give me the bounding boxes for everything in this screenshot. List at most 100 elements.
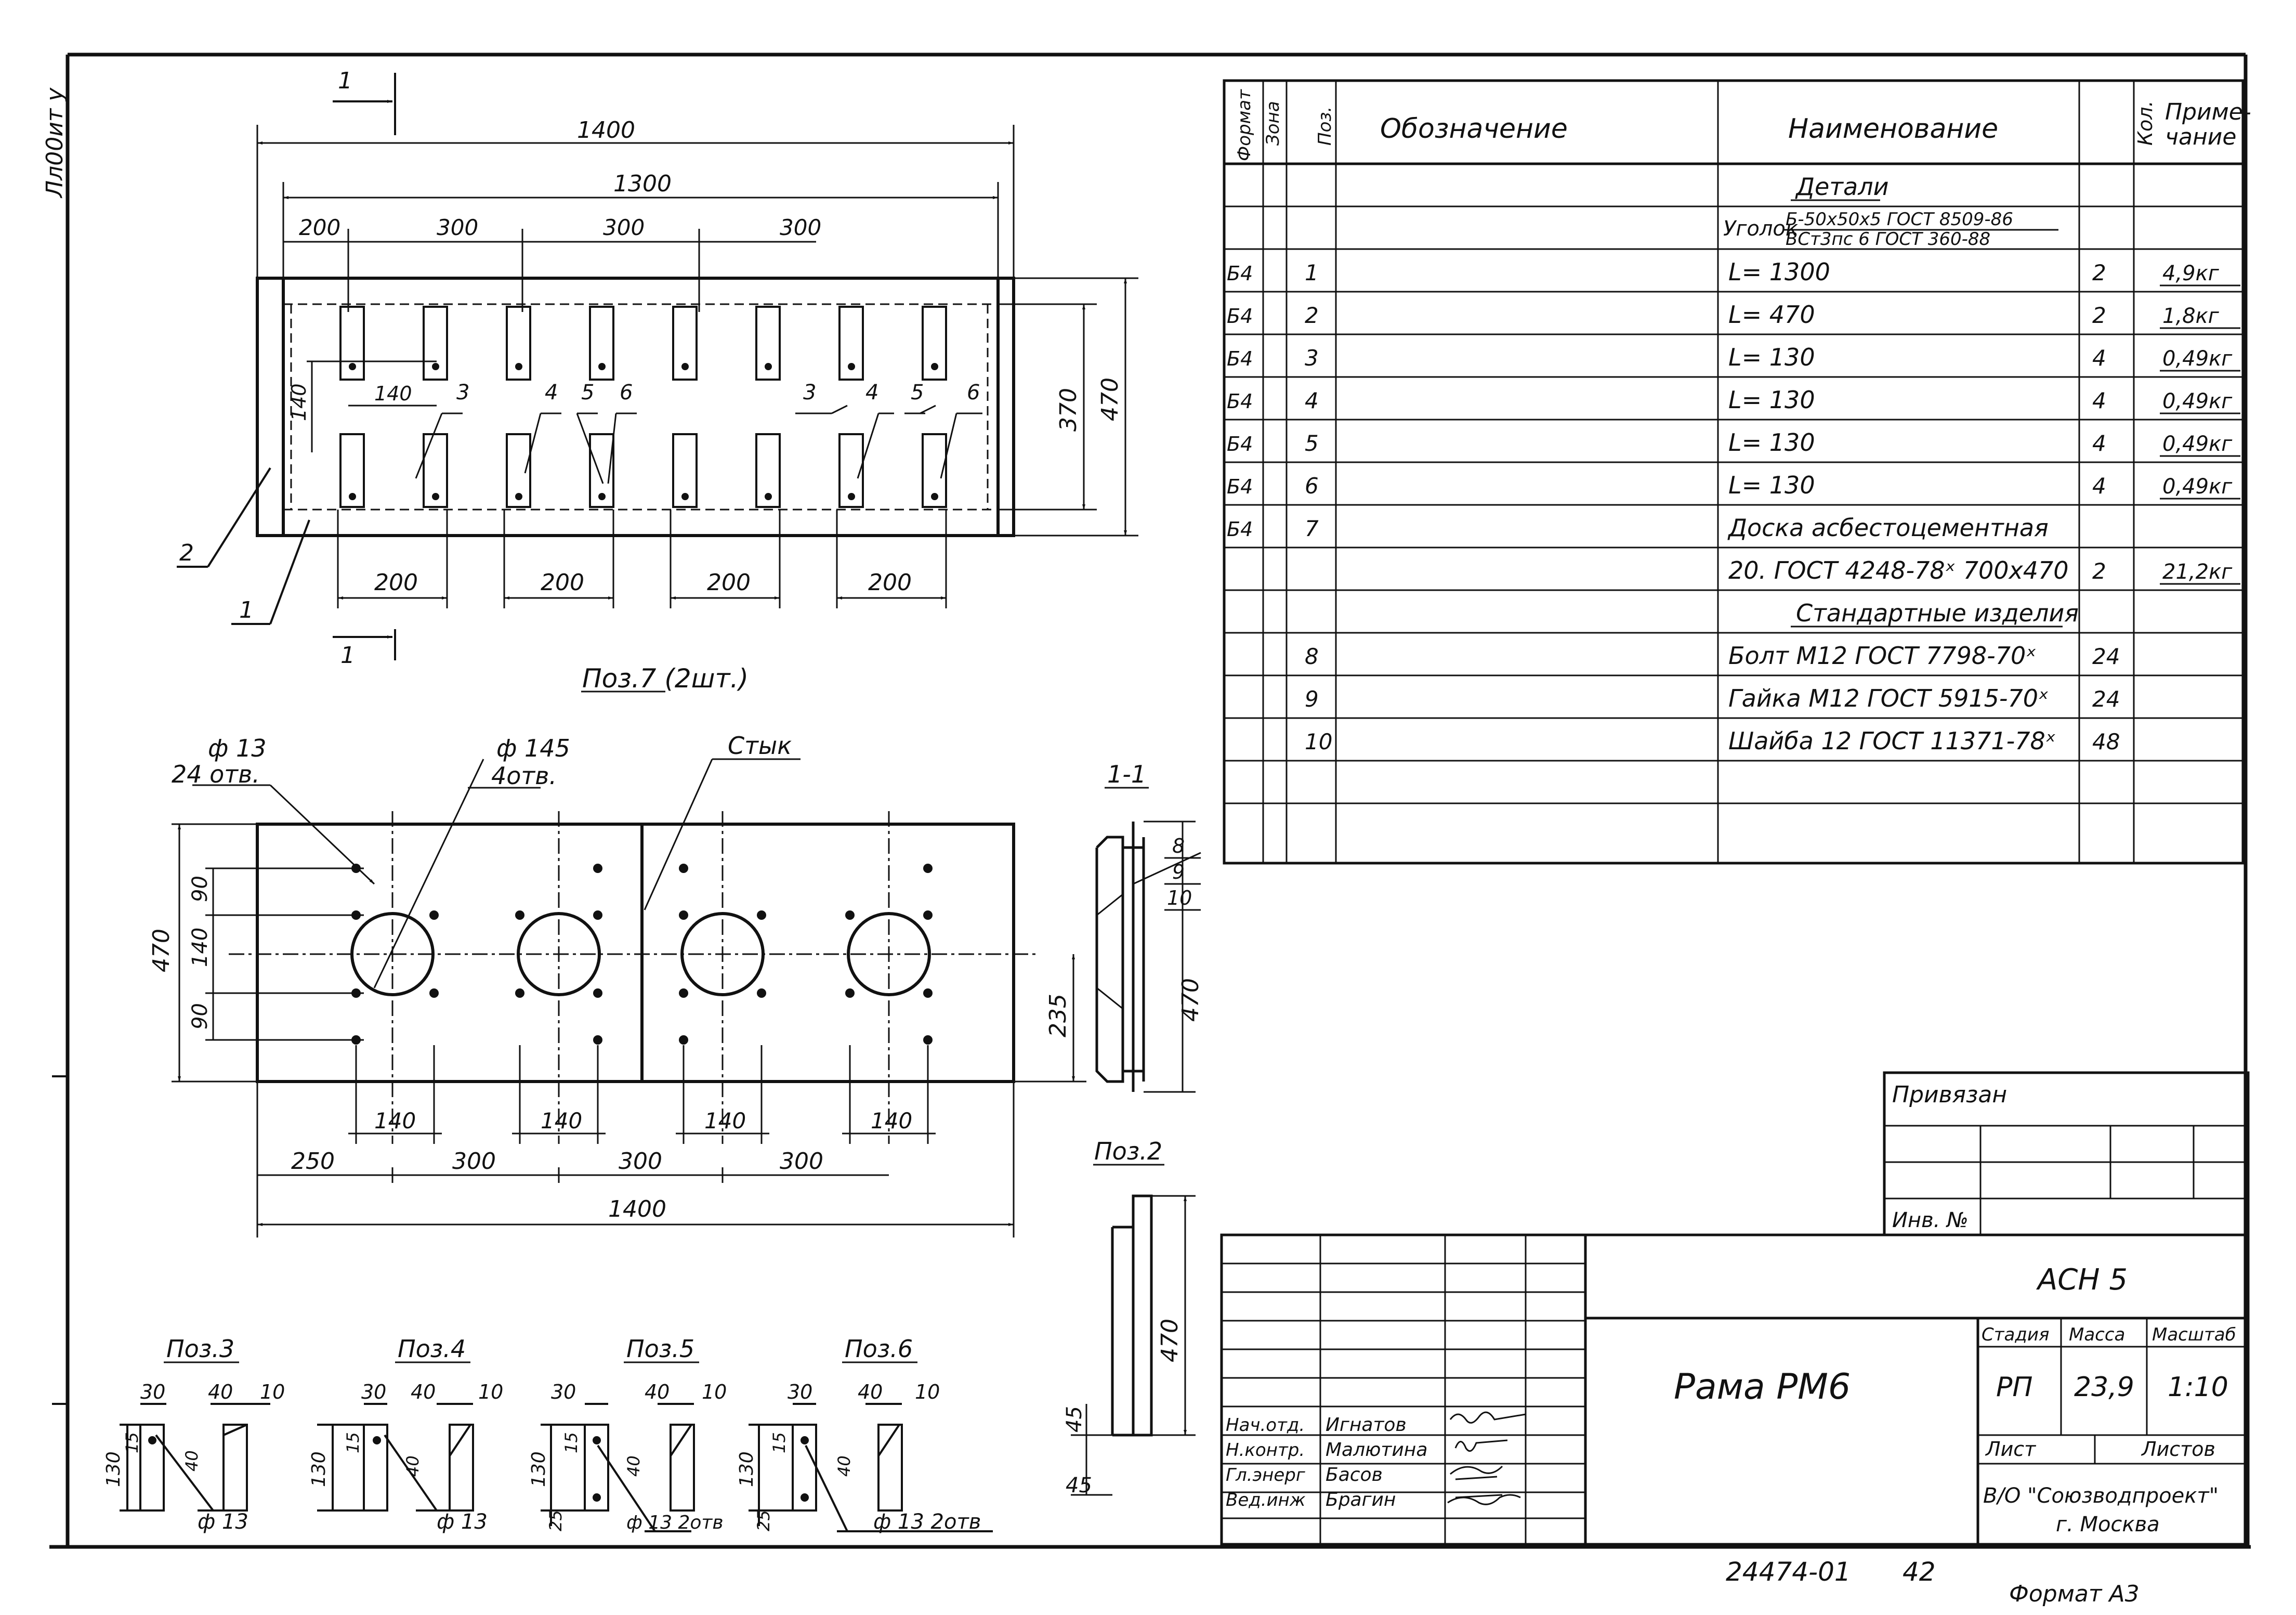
spec-table: Формат Зона Поз. Обозначение Наименовани… xyxy=(1223,79,2251,865)
side-margin-text: Лл00ит у xyxy=(42,87,68,199)
privyazan-block: Привязан Инв. № xyxy=(1883,1071,2250,1236)
spec-cell-qty: 4 xyxy=(2092,473,2106,499)
plan-dim-140-v: 140 xyxy=(287,383,310,421)
title-sheets-label: Листов xyxy=(2141,1438,2215,1461)
signature-2 xyxy=(1454,1439,1508,1452)
detail-pos3-dim-10: 10 xyxy=(260,1380,285,1403)
detail-pos5: Поз.5 30 40 10 130 15 40 25 ф 13 2отв xyxy=(528,1335,727,1533)
spec-cell-pos: 4 xyxy=(1305,388,1319,413)
spec-cell-pos: 9 xyxy=(1305,686,1319,712)
title-sheet-label: Лист xyxy=(1985,1438,2037,1461)
detail-pos3-hole: ф 13 xyxy=(198,1510,248,1534)
spec-cell-pos: 2 xyxy=(1305,303,1319,328)
title-mass: 23,9 xyxy=(2074,1372,2134,1403)
plan-dim-470: 470 xyxy=(1097,377,1123,421)
plan-callout-4: 4 xyxy=(545,381,558,405)
spec-cell-pos: 7 xyxy=(1305,516,1319,541)
spec-cell-qty: 4 xyxy=(2092,431,2106,456)
spec-cell-pos: 5 xyxy=(1305,431,1319,456)
spec-cell-name: Гайка М12 ГОСТ 5915-70ˣ xyxy=(1728,684,2049,712)
plan-callout-3: 3 xyxy=(456,381,469,405)
plan-dim-1400: 1400 xyxy=(577,117,635,144)
pos7-dim-140-d: 140 xyxy=(871,1108,912,1134)
footer-number: 24474-01 xyxy=(1726,1557,1851,1587)
spec-cell-pos: 3 xyxy=(1305,345,1319,371)
detail-pos6-dim-30: 30 xyxy=(788,1380,812,1403)
detail-pos4-dim-15: 15 xyxy=(343,1432,363,1453)
detail-pos6-dim-25: 25 xyxy=(754,1510,773,1531)
detail-pos4-dim-130: 130 xyxy=(308,1451,330,1487)
plan-callout-5: 5 xyxy=(581,381,594,405)
title-person-name: Басов xyxy=(1326,1464,1383,1486)
spec-cell-note: 0,49кг xyxy=(2162,389,2233,413)
plan-callout-6: 6 xyxy=(620,381,633,405)
plan-dim-1300: 1300 xyxy=(613,171,672,197)
spec-cell-name: 20. ГОСТ 4248-78ˣ 700х470 xyxy=(1728,556,2069,584)
spec-cell-name: L= 130 xyxy=(1728,471,1815,499)
plan-section-mark-top: 1 xyxy=(338,68,352,94)
spec-cell-qty: 4 xyxy=(2092,388,2106,413)
pos7-dim-300-c: 300 xyxy=(780,1148,823,1175)
detail-pos4-dim-10: 10 xyxy=(478,1380,503,1403)
detail-pos3-title: Поз.3 xyxy=(166,1335,234,1363)
spec-cell-format: Б4 xyxy=(1227,262,1253,285)
spec-cell-format: Б4 xyxy=(1227,305,1253,328)
detail-pos5-dim-130: 130 xyxy=(528,1451,549,1487)
spec-cell-qty: 2 xyxy=(2092,303,2106,328)
title-drawing-name: Рама РМ6 xyxy=(1674,1366,1851,1408)
detail-pos4-title: Поз.4 xyxy=(398,1335,466,1363)
plan-dim-200-top: 200 xyxy=(299,215,340,240)
title-person-name: Малютина xyxy=(1326,1439,1427,1461)
spec-cell-format: Б4 xyxy=(1227,518,1253,541)
frame-plan-view: 1400 1300 200 300 300 300 xyxy=(177,68,1138,669)
spec-cell-name-top: Б-50х50х5 ГОСТ 8509-86 xyxy=(1786,209,2013,230)
spec-cell-pos: 8 xyxy=(1305,644,1319,669)
spec-cell-name: Стандартные изделия xyxy=(1796,599,2079,627)
detail-pos5-dim-30: 30 xyxy=(551,1380,576,1403)
signatures xyxy=(1447,1411,1526,1505)
pos7-small-hole-dia: ф 13 xyxy=(208,734,266,762)
spec-header-format: Формат xyxy=(1234,89,1255,161)
title-person-role: Нач.отд. xyxy=(1226,1415,1305,1436)
signature-1 xyxy=(1449,1411,1526,1424)
spec-header-pos: Поз. xyxy=(1315,107,1335,146)
pos7-dim-140-b: 140 xyxy=(541,1108,582,1134)
pos7-dim-140-c: 140 xyxy=(704,1108,746,1134)
plan-dim-300-top-b: 300 xyxy=(603,215,645,240)
title-person-name: Брагин xyxy=(1326,1489,1396,1510)
pos7-title: Поз.7 (2шт.) xyxy=(582,663,749,694)
plan-dim-300-top-c: 300 xyxy=(780,215,821,240)
spec-cell-qty: 2 xyxy=(2092,558,2106,584)
privyazan-title: Привязан xyxy=(1892,1082,2007,1108)
pos7-small-hole-count: 24 отв. xyxy=(172,760,260,788)
detail-pos3-dim-130: 130 xyxy=(103,1451,124,1487)
spec-cell-format: Б4 xyxy=(1227,475,1253,498)
plan-clips xyxy=(339,306,947,508)
spec-cell-name: L= 130 xyxy=(1728,343,1815,371)
spec-cell-name: Детали xyxy=(1795,173,1889,201)
spec-header-qty: Кол. xyxy=(2134,100,2157,146)
spec-cell-pos: 1 xyxy=(1305,260,1319,285)
sheet-frame xyxy=(49,53,2251,1549)
detail-pos3: Поз.3 30 40 10 130 15 40 ф 13 xyxy=(103,1335,285,1534)
spec-row: 9 Гайка М12 ГОСТ 5915-70ˣ 24 xyxy=(1305,684,2120,712)
pos7-dim-1400: 1400 xyxy=(608,1196,666,1222)
spec-cell-name: L= 130 xyxy=(1728,428,1815,457)
spec-cell-qty: 24 xyxy=(2092,686,2120,712)
title-scale-label: Масштаб xyxy=(2152,1324,2236,1345)
plan-dim-200-b1: 200 xyxy=(374,569,418,596)
plan-callout-1: 1 xyxy=(239,597,254,623)
title-person-role: Н.контр. xyxy=(1226,1440,1305,1461)
plan-dim-370: 370 xyxy=(1055,388,1082,432)
spec-cell-note: 0,49кг xyxy=(2162,432,2233,456)
section-1-1-dim-470: 470 xyxy=(1177,978,1204,1022)
spec-cell-name: Болт М12 ГОСТ 7798-70ˣ xyxy=(1728,642,2037,670)
pos7-big-hole-dia: ф 145 xyxy=(496,734,570,762)
pos7-dim-235: 235 xyxy=(1045,994,1071,1037)
spec-cell-name: Шайба 12 ГОСТ 11371-78ˣ xyxy=(1728,727,2056,755)
